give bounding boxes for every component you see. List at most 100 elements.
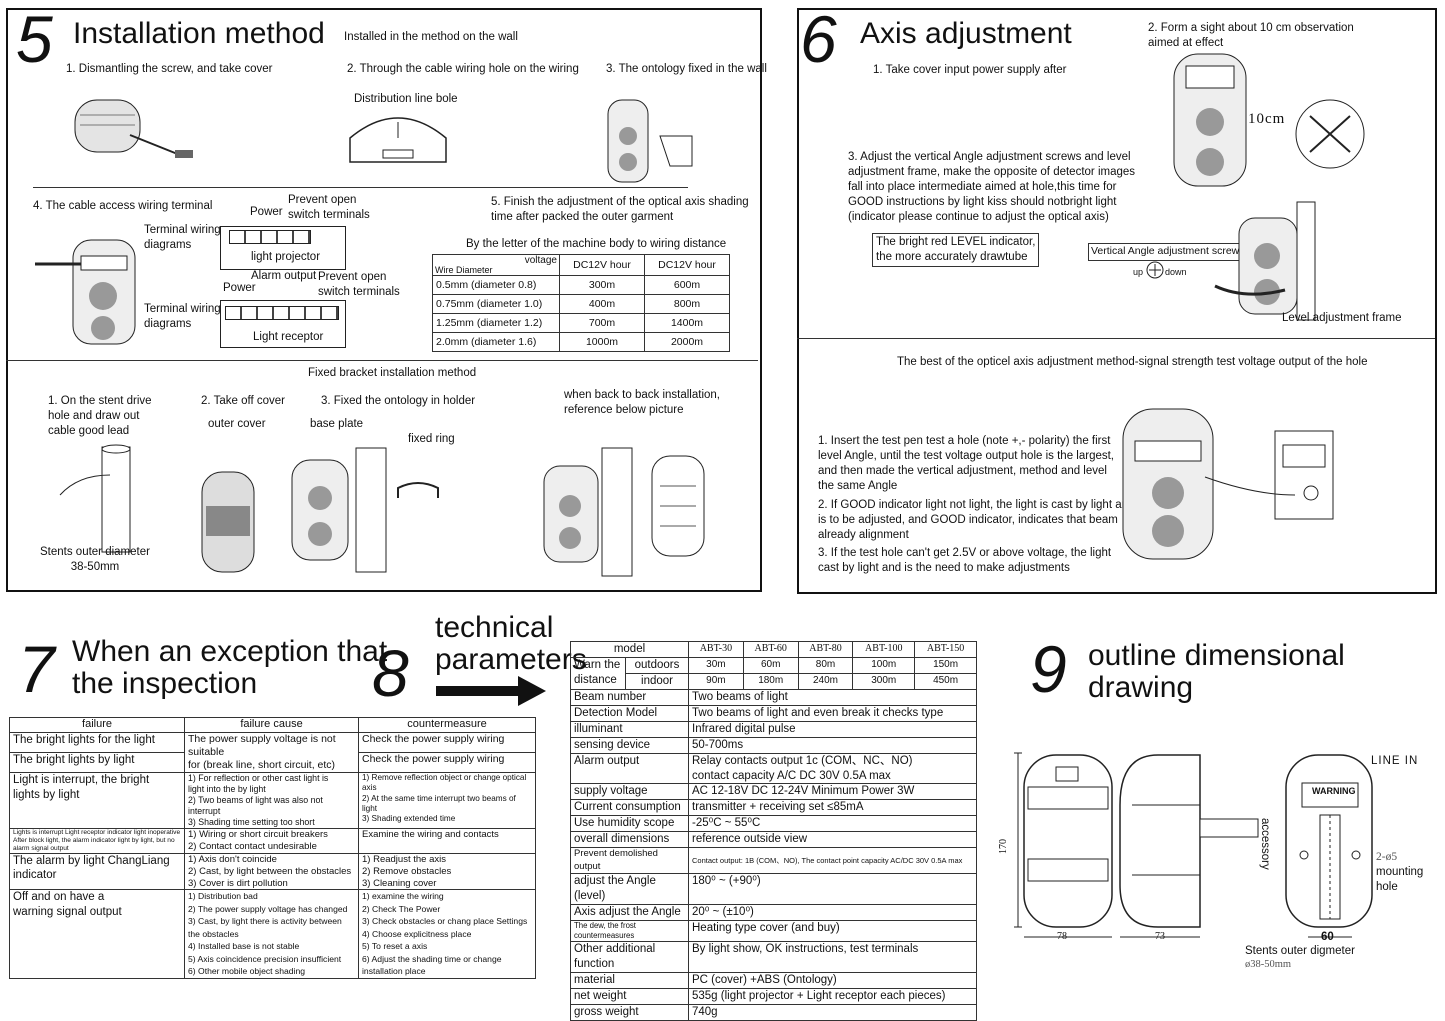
- distance-cell: 2000m: [644, 332, 730, 352]
- model-cell: ABT-60: [742, 641, 799, 658]
- model-cell: ABT-100: [852, 641, 916, 658]
- distance-cell: 1400m: [644, 313, 730, 333]
- light-receptor-terminal-block: Light receptor: [220, 300, 346, 348]
- bracket-step-3: 3. Fixed the ontology in holder: [321, 395, 476, 407]
- outdoor-value: 60m: [742, 656, 799, 674]
- indoor-row: indoor 90m 180m 240m 300m 450m: [571, 672, 977, 690]
- model-cell: ABT-150: [914, 641, 977, 658]
- prevent-open-label-2: Prevent open switch terminals: [318, 271, 400, 298]
- rear-view-drawing: [1285, 754, 1373, 938]
- distance-cell: 600m: [644, 275, 730, 295]
- failure-cell: The alarm by light ChangLiang indicator: [9, 852, 185, 891]
- param-label: Axis adjust the Angle: [570, 903, 689, 921]
- divider-axis: [797, 338, 1435, 339]
- distance-cell: 1000m: [559, 332, 645, 352]
- distance-cell: 800m: [644, 294, 730, 314]
- wire-cell: 2.0mm (diameter 1.6): [432, 332, 560, 352]
- param-value: By light show, OK instructions, test ter…: [688, 940, 977, 973]
- wire-diameter-header: Wire Diameter: [435, 265, 493, 275]
- failure-cell: The bright lights by light: [9, 751, 185, 774]
- axis-step-2: 2. Form a sight about 10 cm observation …: [1148, 22, 1354, 49]
- bracket-step-2: 2. Take off cover: [201, 395, 285, 407]
- power-label-1: Power: [250, 206, 283, 218]
- param-value: Relay contacts output 1c (COM、NC、NO) con…: [688, 752, 977, 785]
- outdoor-value: 150m: [914, 656, 977, 674]
- table-row: The bright lights for the light The powe…: [9, 731, 536, 774]
- axis-point-2: 2. If GOOD indicator light not light, th…: [818, 499, 1134, 541]
- install-step-2: 2. Through the cable wiring hole on the …: [347, 63, 579, 75]
- param-label: Other additional function: [570, 940, 689, 973]
- table-row: Use humidity scope-25⁰C ~ 55⁰C: [570, 815, 977, 833]
- detector-cover-illustration: [74, 99, 193, 158]
- axis-adjustment-panel: [797, 8, 1437, 594]
- signal-test-illustration: [1122, 408, 1334, 560]
- section-number-6: 6: [800, 2, 837, 76]
- pole-with-cable-illustration: [59, 444, 131, 553]
- failure-cell: The bright lights for the light: [9, 731, 185, 753]
- installation-title: Installation method: [73, 17, 325, 50]
- param-value: Heating type cover (and buy): [688, 919, 977, 942]
- ten-cm-label: 10cm: [1248, 111, 1286, 127]
- distribution-line-hole-label: Distribution line bole: [354, 93, 458, 105]
- countermeasure-cell: Check the power supply wiring: [358, 731, 536, 753]
- indoor-value: 300m: [852, 672, 916, 690]
- failure-cause-header: failure cause: [184, 717, 359, 733]
- param-label: Prevent demolished output: [570, 847, 689, 874]
- up-label: up: [1133, 267, 1144, 277]
- table-row: Light is interrupt, the bright lights by…: [9, 772, 536, 830]
- axis-point-1: 1. Insert the test pen test a hole (note…: [818, 435, 1114, 492]
- red-level-indicator-note: The bright red LEVEL indicator, the more…: [872, 233, 1040, 267]
- param-label: supply voltage: [570, 783, 689, 801]
- param-value: PC (cover) +ABS (Ontology): [688, 971, 977, 989]
- stents-diameter-label: Stents outer diameter 38-50mm: [40, 546, 150, 573]
- exception-title: When an exception that the inspection: [72, 635, 388, 700]
- section-number-9: 9: [1030, 632, 1067, 706]
- param-value: transmitter + receiving set ≤85mA: [688, 799, 977, 817]
- mounting-hole-label: mounting hole: [1376, 866, 1424, 893]
- outer-cover-illustration: [201, 471, 255, 573]
- receptor-terminal-strip: [225, 306, 339, 320]
- wiring-distance-title: By the letter of the machine body to wir…: [466, 238, 727, 250]
- back-to-back-label: when back to back installation, referenc…: [564, 389, 720, 416]
- stents-outer-diameter-label: Stents outer digmeter: [1245, 945, 1355, 957]
- fixed-ring-label: fixed ring: [408, 433, 455, 445]
- wire-cell: 1.25mm (diameter 1.2): [432, 313, 560, 333]
- fixed-ring-illustration: [397, 482, 439, 498]
- indoor-value: 180m: [742, 672, 799, 690]
- countermeasure-header: countermeasure: [358, 717, 536, 733]
- divider-install-2: [6, 360, 758, 361]
- light-projector-label: light projector: [251, 251, 321, 263]
- failure-table: failure failure cause countermeasure The…: [9, 717, 536, 979]
- distance-cell: 300m: [559, 275, 645, 295]
- countermeasure-cell: 1) Remove reflection object or change op…: [358, 772, 536, 830]
- vertical-screws-label: Vertical Angle adjustment screws: [1088, 243, 1248, 261]
- param-label: Alarm output: [570, 752, 689, 785]
- param-label: sensing device: [570, 736, 689, 754]
- countermeasure-cell: Examine the wiring and contacts: [358, 828, 536, 854]
- dc12v-header-2: DC12V hour: [644, 254, 730, 276]
- param-value: 740g: [688, 1003, 977, 1021]
- cause-cell: 1) Distribution bad 2) The power supply …: [184, 889, 359, 979]
- axis-step-1: 1. Take cover input power supply after: [873, 64, 1067, 76]
- param-value: 20⁰ ~ (±10⁰): [688, 903, 977, 921]
- wall-wiring-illustration: [349, 117, 447, 163]
- param-value: AC 12-18V DC 12-24V Minimum Power 3W: [688, 783, 977, 801]
- wiring-distance-table: Wire Diameter voltage DC12V hour DC12V h…: [432, 254, 730, 352]
- axis-title: Axis adjustment: [860, 17, 1072, 50]
- accessory-label: accessory: [1259, 818, 1271, 870]
- model-row: model ABT-30 ABT-60 ABT-80 ABT-100 ABT-1…: [570, 641, 977, 658]
- technical-parameters-title: technical parameters: [435, 611, 587, 676]
- power-label-2: Power: [223, 282, 256, 294]
- outdoor-value: 30m: [688, 656, 744, 674]
- outline-drawing-title: outline dimensional drawing: [1088, 639, 1345, 704]
- param-value: Two beams of light: [688, 688, 977, 706]
- back-to-back-illustration: [543, 447, 705, 577]
